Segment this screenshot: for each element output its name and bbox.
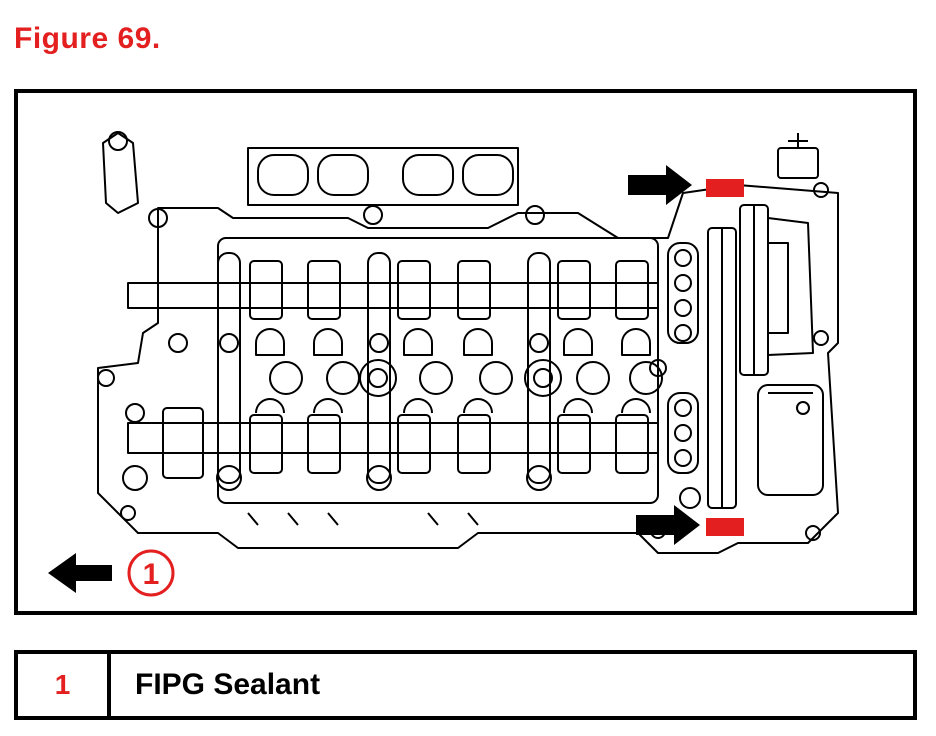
sealant-marker-upper (706, 179, 744, 197)
sealant-marker-lower (706, 518, 744, 536)
legend-table: 1 FIPG Sealant (14, 650, 917, 720)
callout-1: 1 (127, 549, 175, 597)
arrow-icon-lower (636, 505, 700, 545)
cylinder-head-outline (97, 184, 839, 554)
callout-arrow-icon (48, 553, 112, 593)
callout-number: 1 (143, 558, 160, 591)
arrow-icon-upper (628, 165, 692, 205)
figure-title: Figure 69. (14, 22, 161, 55)
legend-row-description: FIPG Sealant (135, 668, 321, 701)
engine-head-diagram: 1 (48, 131, 839, 597)
diagram-frame: 1 (14, 89, 917, 615)
legend-row-number: 1 (18, 654, 111, 716)
